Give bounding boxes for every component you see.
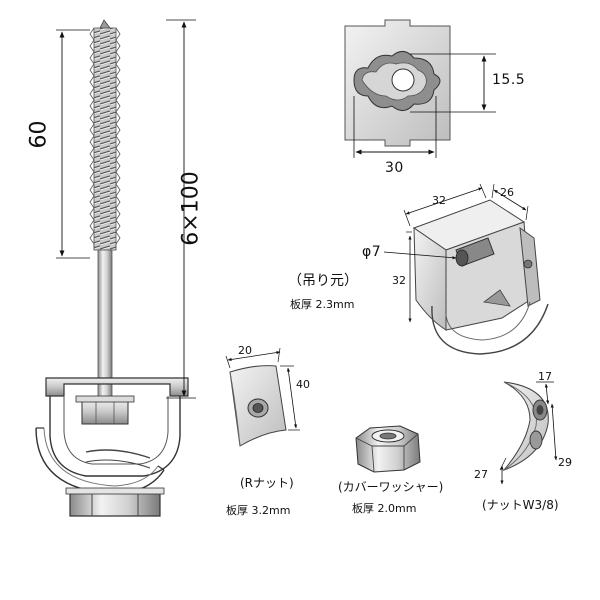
nut-w-dimension-lines — [499, 381, 558, 485]
bolt-dimension-lines — [56, 19, 196, 399]
r-nut-drawing — [229, 365, 287, 447]
cover-washer-thickness-label: 板厚 2.0mm — [352, 502, 417, 515]
r-nut-length-label: 40 — [296, 378, 310, 391]
hanger-depth-label: 26 — [500, 186, 514, 199]
nut-w-left-dim-label: 27 — [474, 468, 488, 481]
bolt-thread-length-label: 60 — [26, 120, 52, 149]
hanger-name-label: （吊り元） — [288, 273, 358, 289]
hanger-drawing — [412, 199, 549, 355]
nut-w-top-dim-label: 17 — [538, 370, 552, 383]
bracket-width-label: 30 — [385, 160, 404, 176]
cover-washer-drawing — [355, 425, 421, 473]
cover-washer-name-label: (カバーワッシャー) — [338, 480, 444, 494]
r-nut-thickness-label: 板厚 3.2mm — [226, 504, 291, 517]
bolt-size-label: 6×100 — [178, 171, 204, 246]
hanger-dimension-lines — [383, 183, 529, 323]
nut-w-drawing — [502, 381, 549, 472]
hanger-thickness-label: 板厚 2.3mm — [290, 298, 355, 311]
bolt-drawing — [35, 19, 189, 517]
hanger-hole-label: φ7 — [362, 244, 382, 260]
nut-w-right-dim-label: 29 — [558, 456, 572, 469]
nut-w-name-label: (ナットW3/8) — [482, 498, 559, 512]
bracket-plate — [344, 19, 451, 147]
hanger-width-label: 32 — [432, 194, 446, 207]
bracket-slot-height-label: 15.5 — [492, 72, 526, 88]
r-nut-width-label: 20 — [238, 344, 252, 357]
bracket-dimension-lines — [353, 53, 496, 158]
r-nut-name-label: (Rナット) — [240, 476, 294, 490]
hanger-height-label: 32 — [392, 274, 406, 287]
r-nut-dimension-lines — [225, 347, 300, 431]
